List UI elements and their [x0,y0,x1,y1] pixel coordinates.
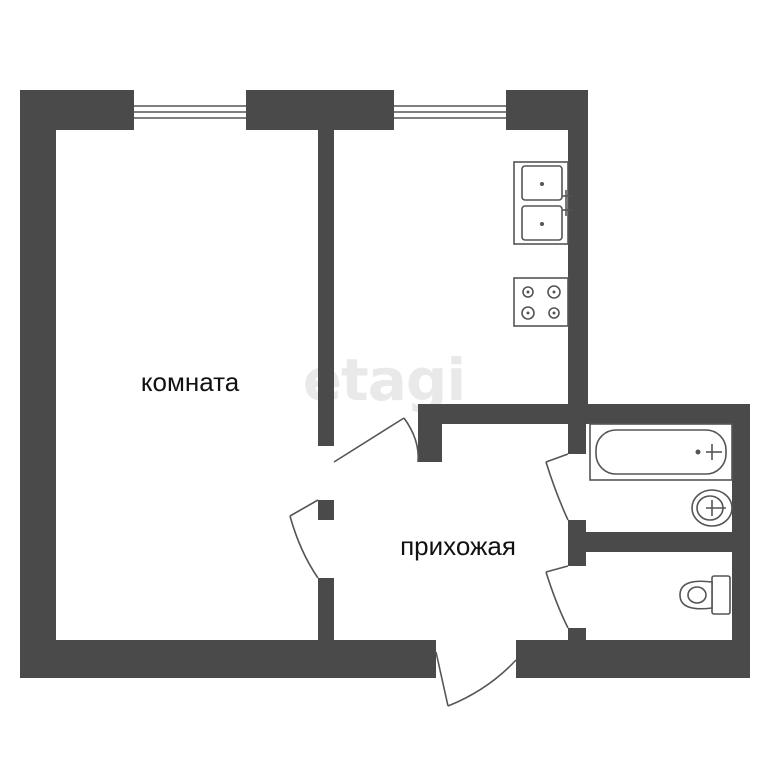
bathtub-icon [589,423,733,481]
door-toilet [545,565,569,629]
double-sink-icon [513,161,572,245]
door-entrance [435,651,517,707]
window-kitchen [394,90,506,130]
wall-bath-top [438,404,750,424]
wall-hall-stub [418,404,442,462]
room-label-hallway: прихожая [400,531,516,561]
wall-kitchen-right [568,90,588,410]
wall-bath-left-top [568,424,586,454]
door-kitchen [333,417,420,463]
wall-bath-right [732,404,750,678]
wall-partition-mid [318,500,334,520]
wall-partition-bottom [318,578,334,640]
wall-bottom-right [516,640,750,678]
toilet-icon [679,575,731,615]
wall-left [20,90,56,678]
wall-bottom-left [20,640,436,678]
wall-bath-left-bottom [568,628,586,640]
window-room [134,90,246,130]
stove-icon [513,277,569,327]
door-bathroom [545,453,569,521]
wall-bath-left-mid [568,520,586,566]
wall-partition-top [318,130,334,446]
door-room [289,499,319,579]
room-label-living: комната [141,367,240,397]
wall-bath-toilet [586,532,732,552]
washbasin-icon [691,489,733,527]
